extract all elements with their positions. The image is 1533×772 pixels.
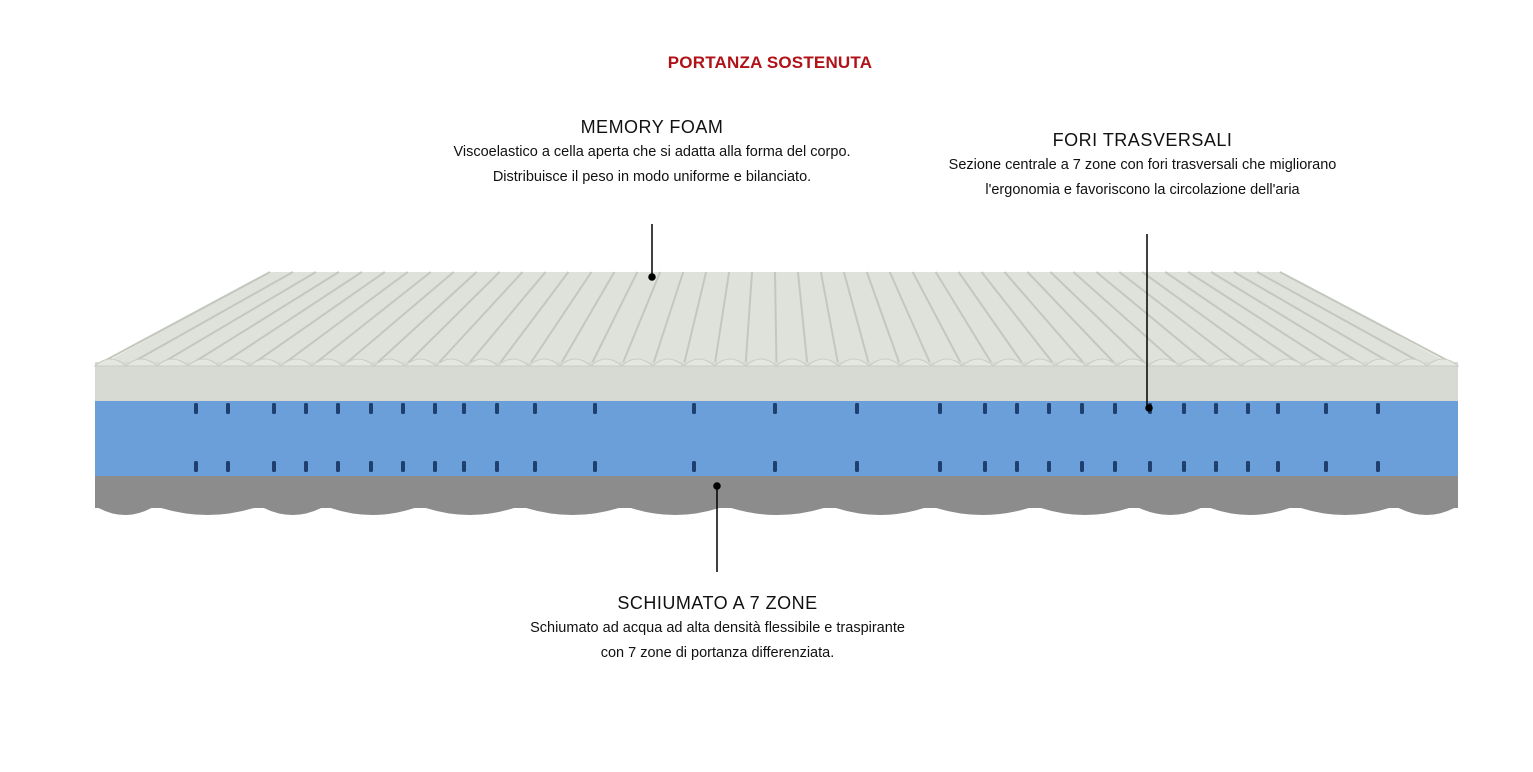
hole xyxy=(1080,461,1084,472)
hole xyxy=(194,461,198,472)
hole xyxy=(1015,403,1019,414)
memory-foam-text: Viscoelastico a cella aperta che si adat… xyxy=(453,144,851,185)
hole xyxy=(1047,461,1051,472)
page-title: PORTANZA SOSTENUTA xyxy=(667,53,873,72)
hole xyxy=(401,461,405,472)
hole xyxy=(1214,461,1218,472)
schiumato-callout: SCHIUMATO A 7 ZONE Schiumato ad acqua ad… xyxy=(520,593,915,666)
hole xyxy=(1246,403,1250,414)
hole xyxy=(1047,403,1051,414)
hole xyxy=(983,403,987,414)
hole xyxy=(336,403,340,414)
memory-foam-heading: MEMORY FOAM xyxy=(580,117,724,137)
hole xyxy=(1113,403,1117,414)
hole xyxy=(692,461,696,472)
hole xyxy=(226,461,230,472)
callout-lines xyxy=(648,224,1153,572)
fori-trasversali-text: Sezione centrale a 7 zone con fori trasv… xyxy=(948,157,1337,198)
hole xyxy=(855,461,859,472)
hole xyxy=(593,461,597,472)
hole xyxy=(855,403,859,414)
hole xyxy=(272,403,276,414)
hole xyxy=(495,403,499,414)
hole xyxy=(272,461,276,472)
memory-foam-callout: MEMORY FOAM Viscoelastico a cella aperta… xyxy=(452,117,852,190)
hole xyxy=(194,403,198,414)
hole xyxy=(593,403,597,414)
hole xyxy=(1214,403,1218,414)
hole xyxy=(983,461,987,472)
hole xyxy=(1246,461,1250,472)
hole xyxy=(773,461,777,472)
hole xyxy=(1276,403,1280,414)
hole xyxy=(1324,403,1328,414)
fori-trasversali-callout: FORI TRASVERSALI Sezione centrale a 7 zo… xyxy=(940,130,1345,203)
hole xyxy=(533,461,537,472)
hole xyxy=(1276,461,1280,472)
hole xyxy=(1324,461,1328,472)
schiumato-heading: SCHIUMATO A 7 ZONE xyxy=(617,593,818,613)
hole xyxy=(336,461,340,472)
base-layer xyxy=(95,476,1458,515)
hole xyxy=(401,403,405,414)
hole xyxy=(1015,461,1019,472)
hole xyxy=(462,461,466,472)
hole xyxy=(533,403,537,414)
hole xyxy=(226,403,230,414)
transverse-holes xyxy=(194,403,1380,472)
hole xyxy=(495,461,499,472)
schiumato-text: Schiumato ad acqua ad alta densità fless… xyxy=(530,620,905,661)
hole xyxy=(433,461,437,472)
fori-trasversali-heading: FORI TRASVERSALI xyxy=(1052,130,1233,150)
hole xyxy=(692,403,696,414)
hole xyxy=(1113,461,1117,472)
hole xyxy=(433,403,437,414)
hole xyxy=(1182,403,1186,414)
hole xyxy=(304,461,308,472)
hole xyxy=(369,403,373,414)
hole xyxy=(462,403,466,414)
memory-foam-layer xyxy=(93,271,1460,402)
hole xyxy=(1080,403,1084,414)
hole xyxy=(938,403,942,414)
hole xyxy=(1376,461,1380,472)
hole xyxy=(1148,461,1152,472)
hole xyxy=(304,403,308,414)
hole xyxy=(938,461,942,472)
hole xyxy=(1376,403,1380,414)
hole xyxy=(1182,461,1186,472)
hole xyxy=(369,461,373,472)
hole xyxy=(773,403,777,414)
